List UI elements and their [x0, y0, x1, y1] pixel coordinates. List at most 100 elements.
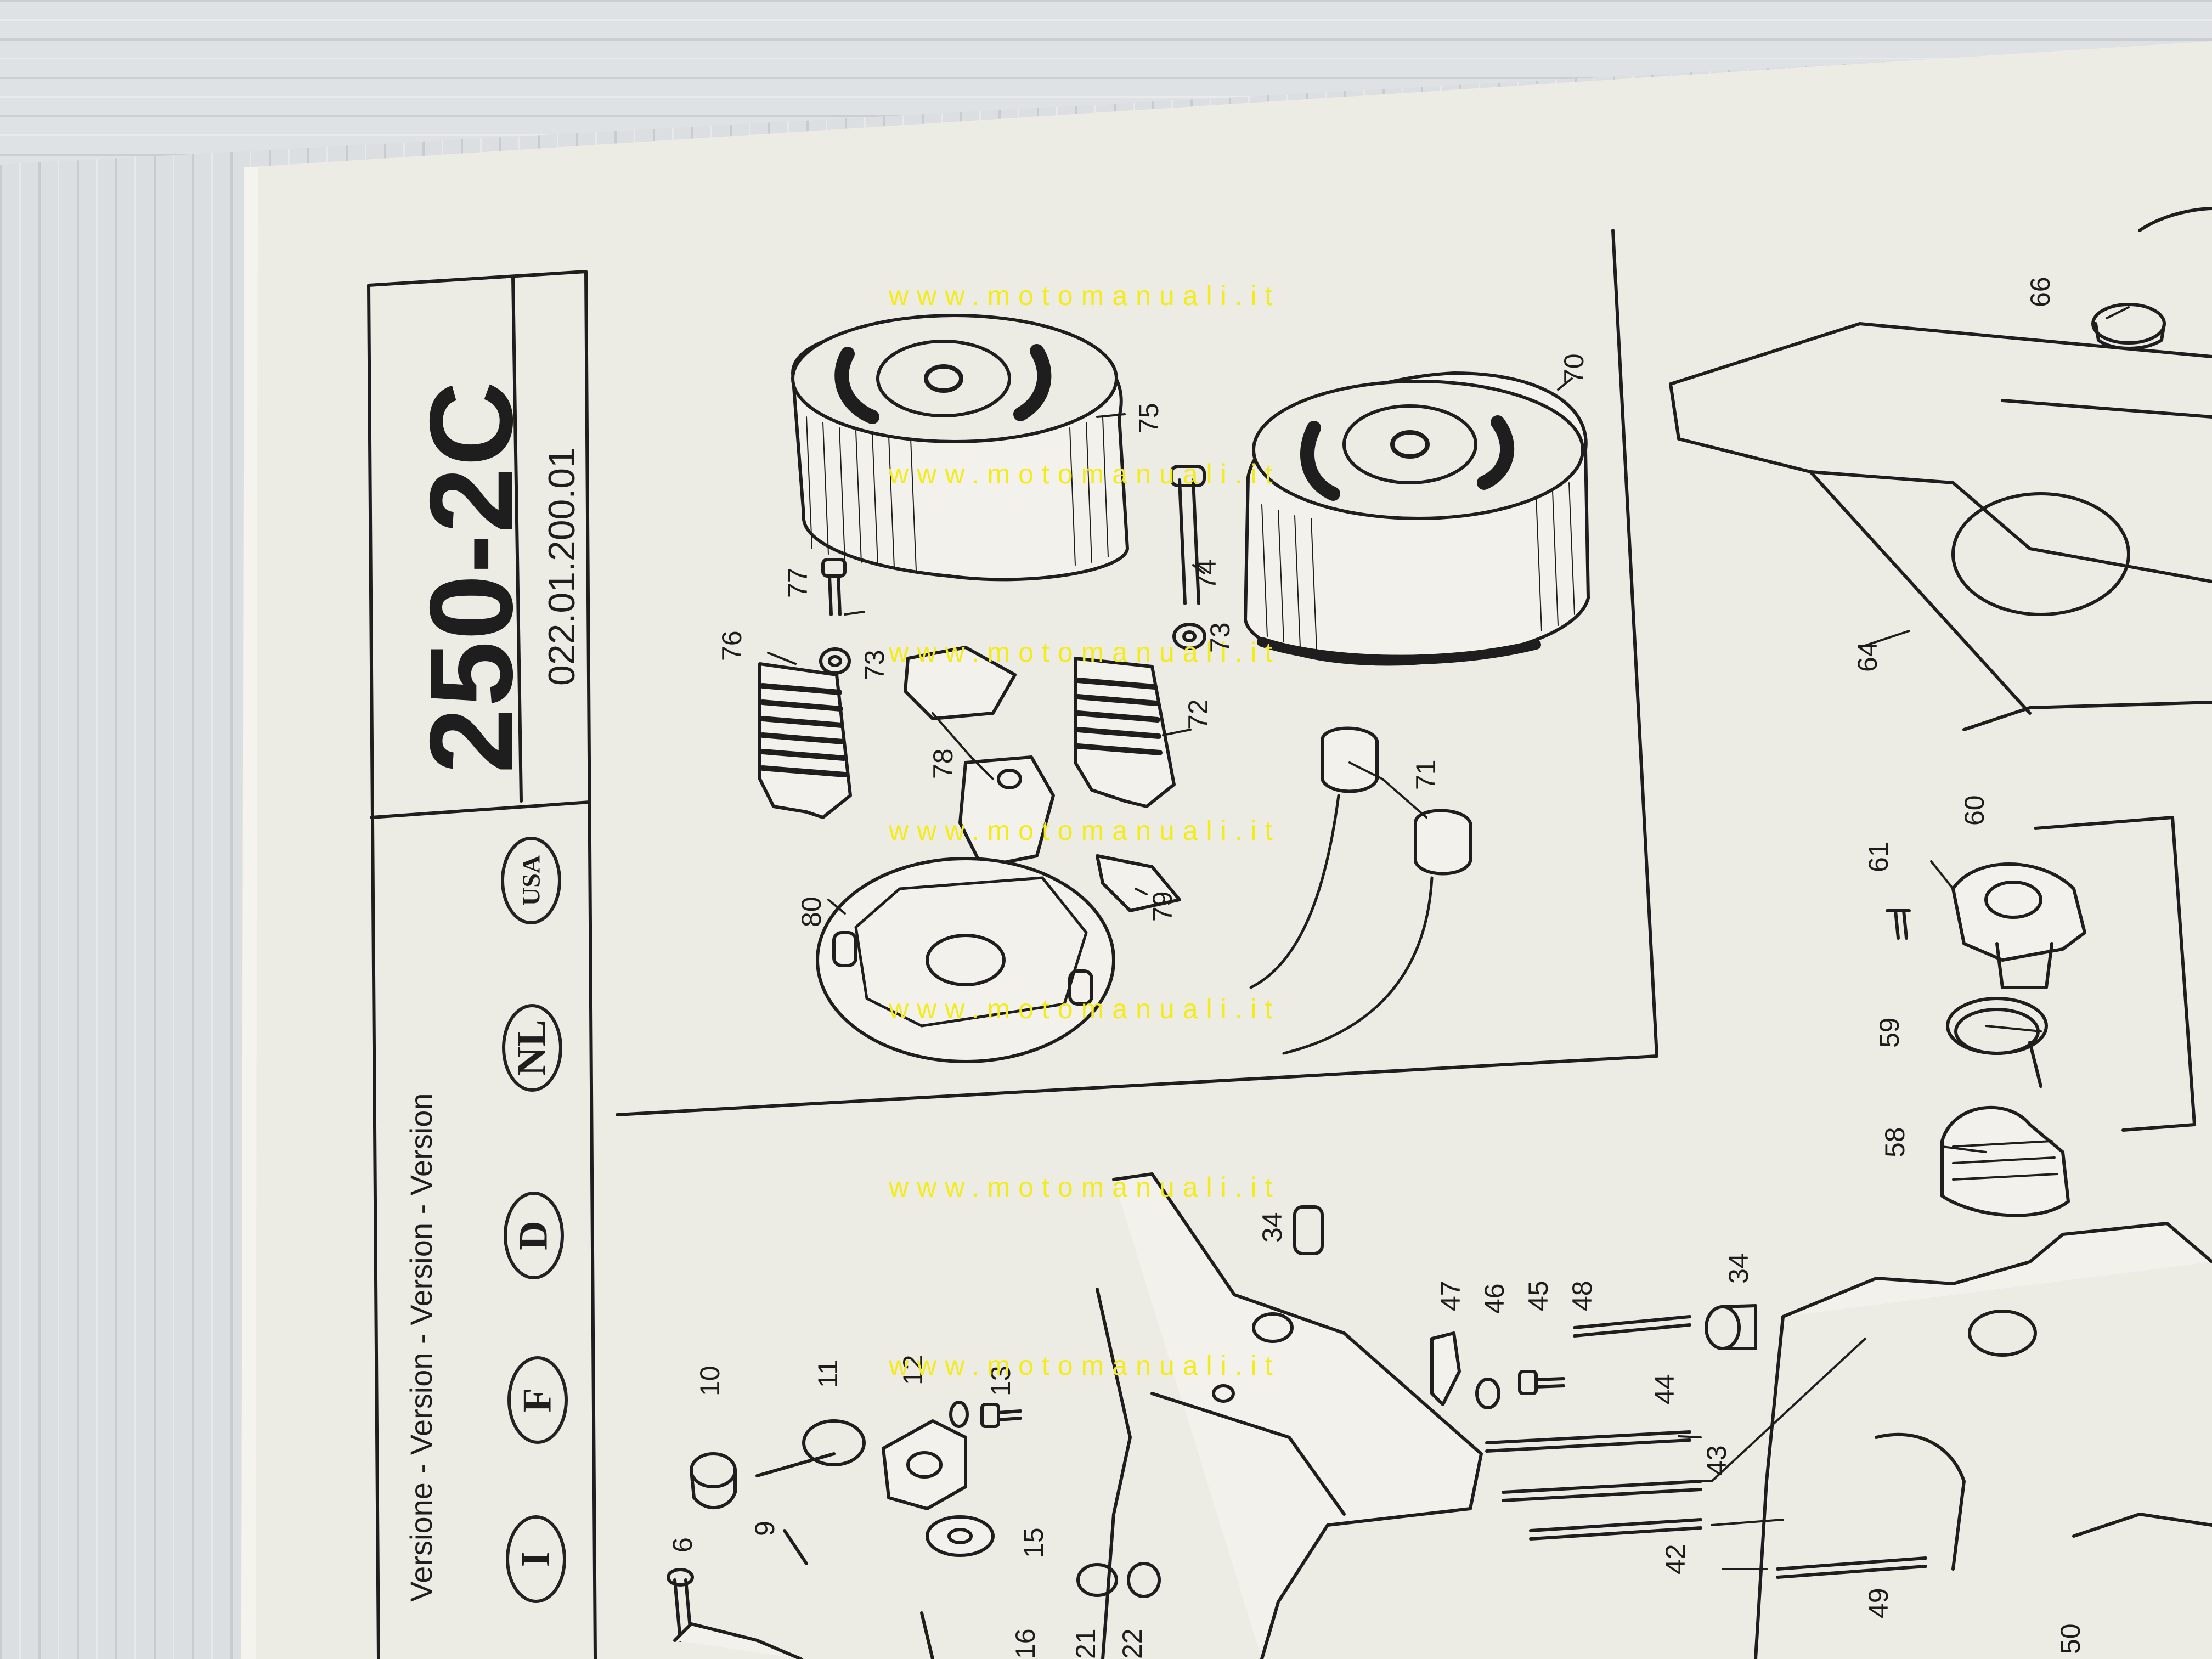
part-label-58: 58 [1880, 1127, 1910, 1158]
spring-59 [1946, 997, 2048, 1088]
country-badge-NL: NL [502, 1004, 562, 1092]
part-label-34: 34 [1257, 1212, 1288, 1243]
pin-9 [783, 1529, 808, 1565]
bushing-34-right [1705, 1304, 1757, 1350]
part-label-59: 59 [1874, 1017, 1905, 1048]
part-label-47: 47 [1435, 1280, 1466, 1311]
stud-42 [1529, 1518, 1702, 1541]
part-label-43: 43 [1701, 1445, 1732, 1476]
version-label: Versione - Version - Version - Version [404, 1093, 438, 1602]
watermark-text: www.motomanuali.it [889, 815, 1281, 846]
part-label-15: 15 [1018, 1527, 1049, 1558]
pump-frame [2034, 816, 2196, 1132]
gear-11 [755, 1419, 866, 1477]
part-label-76: 76 [716, 630, 747, 661]
country-label: F [515, 1387, 560, 1413]
washer-73-right [1172, 623, 1206, 650]
cover-12 [882, 1419, 967, 1510]
country-badge-USA: USA [501, 837, 561, 924]
part-label-45: 45 [1523, 1280, 1554, 1311]
part-label-48: 48 [1567, 1280, 1598, 1311]
part-label-73: 73 [859, 650, 890, 680]
part-label-66: 66 [2025, 276, 2056, 307]
part-label-6: 6 [667, 1537, 698, 1553]
stud-48 [1573, 1315, 1691, 1338]
condenser-71 [1249, 726, 1472, 1055]
bolt-45 [1518, 1370, 1565, 1395]
part-label-80: 80 [796, 896, 827, 927]
washer-22 [1127, 1562, 1161, 1598]
washer-13 [949, 1401, 969, 1428]
bushing-34-left [1293, 1205, 1324, 1255]
ignition-panel-frame [616, 229, 1658, 1116]
part-label-78: 78 [928, 748, 958, 779]
stud-43 [1502, 1480, 1702, 1502]
country-label: I [513, 1551, 558, 1567]
watermark-text: www.motomanuali.it [889, 280, 1281, 311]
cap-66 [2091, 303, 2166, 350]
flywheel-70 [1244, 371, 1590, 666]
coil-72 [1074, 657, 1176, 808]
part-label-44: 44 [1649, 1374, 1680, 1404]
part-label-49: 49 [1863, 1588, 1894, 1618]
screw-77 [821, 558, 847, 616]
part-10 [690, 1452, 737, 1509]
coil-76 [758, 662, 852, 819]
part-label-16: 16 [1010, 1628, 1041, 1659]
part-label-74: 74 [1191, 559, 1222, 590]
title-block-frame [367, 270, 597, 1659]
bolt-74 [1170, 465, 1206, 605]
part-label-72: 72 [1183, 699, 1214, 730]
part-label-50: 50 [2055, 1623, 2086, 1654]
engine-cover-64 [1669, 207, 2212, 731]
part-label-70: 70 [1559, 353, 1589, 384]
cam-79 [1096, 854, 1181, 912]
housing-16 [673, 1611, 934, 1659]
part-code: 022.01.200.01 [541, 447, 583, 686]
pump-60 [1951, 862, 2086, 989]
part-label-46: 46 [1479, 1283, 1510, 1314]
part-label-42: 42 [1660, 1544, 1691, 1575]
washer-73-left [819, 647, 851, 675]
part-label-10: 10 [695, 1365, 725, 1396]
watermark-text: www.motomanuali.it [889, 1172, 1281, 1203]
country-label: NL [509, 1019, 555, 1076]
part-label-34: 34 [1723, 1253, 1754, 1284]
watermark-text: www.motomanuali.it [889, 459, 1281, 489]
stud-44 [1485, 1430, 1691, 1453]
part-47 [1430, 1331, 1461, 1406]
part-label-77: 77 [782, 567, 813, 598]
part-label-79: 79 [1147, 891, 1178, 922]
country-label: USA [517, 855, 545, 906]
watermark-text: www.motomanuali.it [889, 1350, 1281, 1381]
crankcase-left [1096, 1172, 1483, 1659]
country-badge-F: F [507, 1356, 568, 1444]
part-label-60: 60 [1959, 795, 1990, 826]
part-label-71: 71 [1410, 759, 1441, 790]
washer-46 [1475, 1378, 1500, 1409]
part-label-22: 22 [1117, 1628, 1148, 1659]
part-label-61: 61 [1863, 842, 1894, 872]
flywheel-75 [791, 314, 1129, 582]
part-label-64: 64 [1852, 641, 1883, 672]
part-label-9: 9 [749, 1521, 780, 1536]
country-badge-I: I [506, 1515, 566, 1603]
watermark-text: www.motomanuali.it [889, 637, 1281, 668]
stator-plate-80 [816, 857, 1115, 1063]
part-label-75: 75 [1133, 403, 1164, 433]
breaker-points-78 [904, 646, 1055, 868]
part-label-11: 11 [812, 1359, 843, 1388]
country-label: D [511, 1221, 556, 1250]
screw-61 [1886, 909, 1911, 940]
part-label-21: 21 [1070, 1628, 1101, 1659]
spacer-15 [926, 1515, 995, 1557]
model-number: 250-2C [405, 380, 537, 774]
nut-21 [1076, 1563, 1118, 1597]
screw-13 [980, 1403, 1022, 1428]
crankcase-right [1754, 1222, 2212, 1659]
leader-lines [767, 306, 2130, 1570]
country-badge-D: D [504, 1192, 564, 1279]
gear-58 [1940, 1105, 2070, 1217]
